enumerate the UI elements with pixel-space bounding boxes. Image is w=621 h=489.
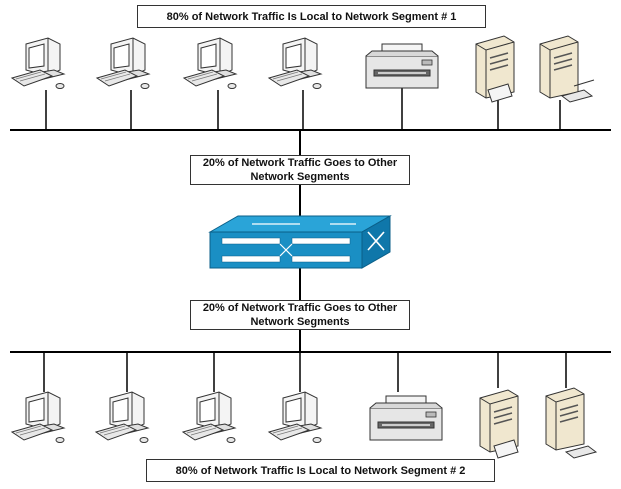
segment-1-computer-1-icon	[11, 37, 65, 89]
segment-1-traffic-label: 80% of Network Traffic Is Local to Netwo…	[137, 5, 486, 28]
switch-icon	[208, 215, 392, 269]
segment-1-computer-3-icon	[183, 37, 237, 89]
segment-2-server-2-icon	[545, 387, 598, 459]
segment-2-computer-1-icon	[11, 391, 65, 443]
segment-1-traffic-text: 80% of Network Traffic Is Local to Netwo…	[166, 10, 457, 23]
segment-2-printer-icon	[369, 395, 443, 441]
segment-2-traffic-label: 80% of Network Traffic Is Local to Netwo…	[146, 459, 495, 482]
segment-2-computer-4-icon	[268, 391, 322, 443]
uplink-traffic-label: 20% of Network Traffic Goes to Other Net…	[190, 155, 410, 185]
segment-2-server-1-icon	[479, 389, 519, 459]
downlink-traffic-label: 20% of Network Traffic Goes to Other Net…	[190, 300, 410, 330]
segment-2-traffic-text: 80% of Network Traffic Is Local to Netwo…	[175, 464, 466, 477]
segment-1-computer-4-icon	[268, 37, 322, 89]
uplink-traffic-line-1: 20% of Network Traffic Goes to Other	[202, 157, 398, 169]
segment-1-printer-icon	[365, 43, 439, 89]
segment-1-server-2-icon	[539, 35, 595, 103]
downlink-traffic-line-1: 20% of Network Traffic Goes to Other	[202, 302, 398, 314]
segment-2-computer-2-icon	[95, 391, 149, 443]
segment-1-computer-2-icon	[96, 37, 150, 89]
uplink-traffic-line-2: Network Segments	[250, 171, 350, 183]
segment-1-server-1-icon	[475, 35, 515, 103]
segment-2-computer-3-icon	[182, 391, 236, 443]
downlink-traffic-line-2: Network Segments	[250, 316, 350, 328]
